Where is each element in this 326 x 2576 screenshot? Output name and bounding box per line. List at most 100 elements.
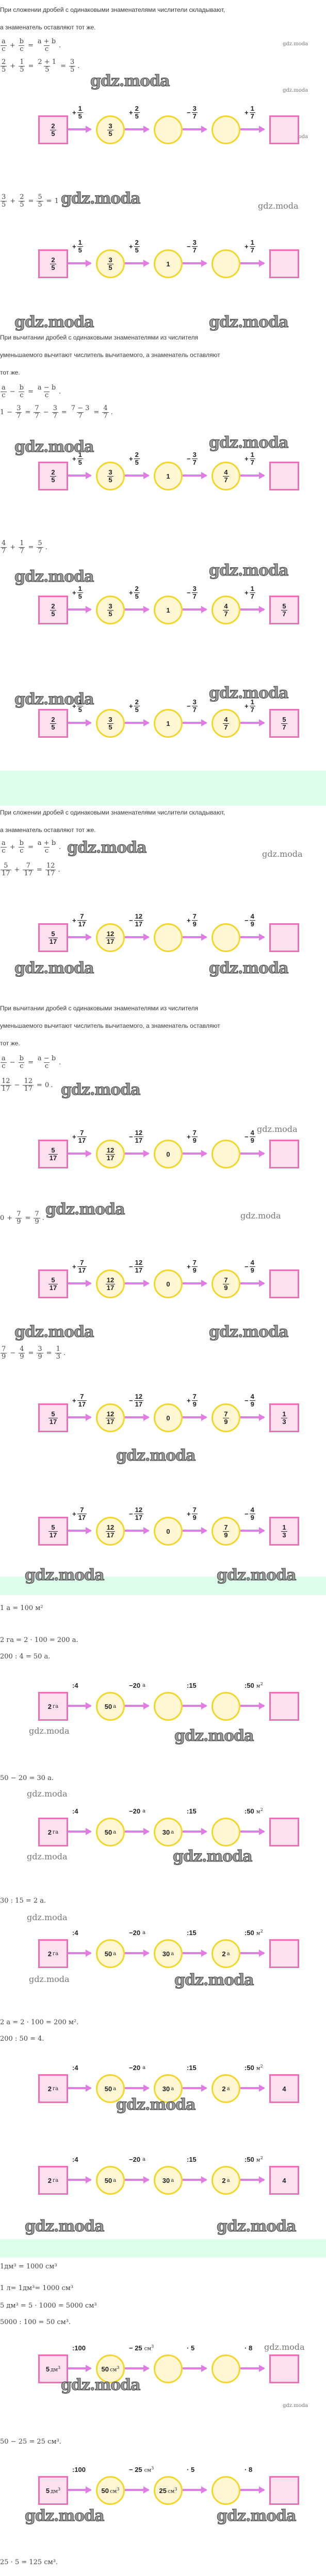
- operator-text: −20: [129, 2064, 141, 2072]
- watermark: gdz.moda: [209, 684, 289, 703]
- unit: а: [142, 1930, 146, 1936]
- step-oval: 0: [154, 1517, 183, 1546]
- result-box: [269, 923, 299, 952]
- operator-sign: −: [187, 242, 191, 250]
- operator-sign: +: [72, 702, 76, 710]
- denominator: 5: [107, 476, 113, 484]
- denominator: 17: [134, 920, 144, 928]
- arrow-icon: [125, 2365, 150, 2372]
- denominator: 9: [191, 1400, 198, 1408]
- numerator: 2: [135, 239, 139, 246]
- denominator: 9: [223, 1283, 229, 1292]
- formula-area3: 200 : 4 = 50 а.: [0, 1653, 51, 1660]
- rule-sub-line1: При вычитании дробей с одинаковыми знаме…: [0, 1005, 199, 1012]
- step-oval: [211, 2476, 240, 2505]
- value: 4: [282, 2176, 286, 2184]
- unit: а: [171, 2177, 174, 2183]
- value: 50: [104, 2176, 112, 2184]
- denominator: 17: [105, 1417, 116, 1426]
- arrow-icon: [125, 1280, 150, 1287]
- numerator: 2: [51, 468, 55, 476]
- operator-sign: +: [187, 1396, 191, 1404]
- operation-label: · 8: [244, 2344, 252, 2352]
- operator-sign: +: [72, 1396, 76, 1404]
- value: 30: [162, 1828, 170, 1836]
- numerator: 12: [106, 1410, 115, 1418]
- watermark-small: gdz.moda: [27, 1852, 68, 1861]
- denominator: 17: [134, 1136, 144, 1144]
- watermark: gdz.moda: [61, 2376, 141, 2395]
- operator-sign: −: [129, 1510, 133, 1518]
- arrow-icon: [125, 934, 150, 941]
- unit: а: [113, 1829, 117, 1835]
- watermark-small: gdz.moda: [29, 1726, 70, 1736]
- watermark: gdz.moda: [174, 1727, 255, 1745]
- value: 2: [47, 2176, 52, 2184]
- operator-sign: +: [244, 588, 249, 597]
- operator-text: :4: [72, 1807, 78, 1815]
- numerator: 1: [78, 585, 82, 592]
- arrow-icon: [125, 1414, 150, 1421]
- step-oval: [211, 1140, 240, 1168]
- operator-sign: −: [244, 1510, 249, 1518]
- numerator: 5: [282, 602, 286, 610]
- value: 1: [166, 260, 170, 268]
- arrow-icon: [240, 2176, 265, 2183]
- value: 30: [162, 1950, 170, 1958]
- operator-sign: +: [187, 1132, 191, 1141]
- denominator: 17: [134, 1400, 144, 1408]
- numerator: 3: [108, 715, 112, 723]
- numerator: 4: [224, 602, 228, 610]
- numerator: 7: [192, 1259, 197, 1266]
- formula-area4: 50 − 20 = 30 а.: [0, 1774, 54, 1782]
- operator-sign: +: [129, 588, 133, 597]
- arrow-icon: [240, 606, 265, 613]
- arrow-icon: [68, 1527, 92, 1534]
- denominator: 7: [191, 458, 198, 466]
- step-oval: [211, 2354, 240, 2383]
- watermark: gdz.moda: [209, 959, 289, 978]
- operator-text: :4: [72, 1682, 78, 1689]
- denominator: 7: [249, 592, 255, 600]
- arrow-icon: [240, 2365, 265, 2372]
- denominator: 17: [105, 1283, 116, 1292]
